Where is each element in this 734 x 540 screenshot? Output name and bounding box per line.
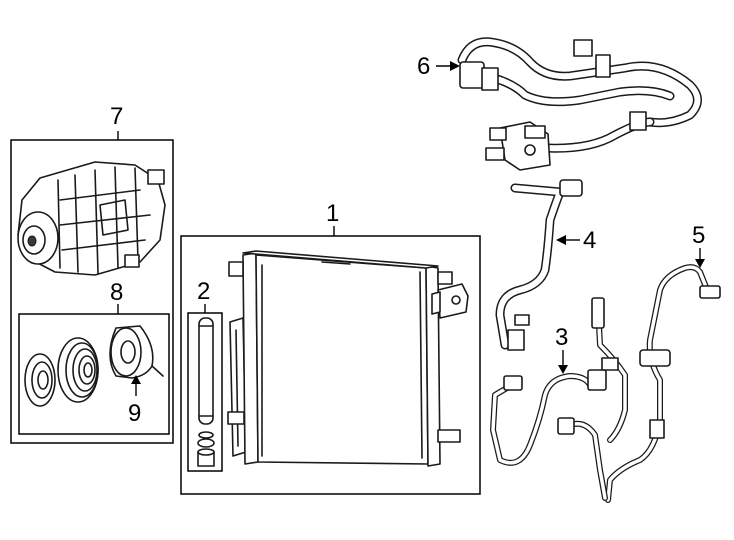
liquid-line: 5: [605, 222, 721, 503]
ac-compressor: [17, 161, 166, 276]
callout-1: 1: [326, 200, 339, 227]
callout-9: 9: [128, 400, 141, 427]
suction-discharge-hose-assembly: 6: [417, 37, 702, 171]
condenser-group-frame: [180, 235, 481, 495]
callout-8: 8: [110, 279, 123, 306]
compressor-group-frame: [10, 139, 174, 444]
receiver-drier-group: 2: [187, 278, 223, 472]
callout-5: 5: [692, 222, 705, 249]
ac-condenser: [227, 250, 469, 467]
compressor-group: 7 8: [10, 103, 174, 444]
callout-2: 2: [197, 278, 210, 305]
arrow-4: [556, 235, 566, 245]
callout-4: 4: [583, 227, 596, 254]
arrow-9: [131, 375, 141, 384]
expansion-valve-block: [485, 121, 551, 171]
condenser-group: 1 2: [180, 200, 481, 495]
callout-7: 7: [110, 103, 123, 130]
arrow-5: [695, 259, 705, 268]
arrow-3: [558, 365, 568, 374]
suction-line-assembly: 3: [490, 297, 628, 501]
clutch-group: 8: [18, 279, 170, 435]
arrow-6: [450, 61, 460, 71]
discharge-hose: 4: [495, 179, 596, 351]
callout-6: 6: [417, 53, 430, 80]
callout-3: 3: [555, 324, 568, 351]
field-coil: [109, 325, 164, 379]
desiccant-tube: [198, 317, 214, 425]
clutch-group-frame: [18, 313, 170, 435]
clutch-plate: [24, 353, 56, 407]
clutch-pulley: [57, 337, 99, 403]
o-ring: [198, 431, 214, 439]
